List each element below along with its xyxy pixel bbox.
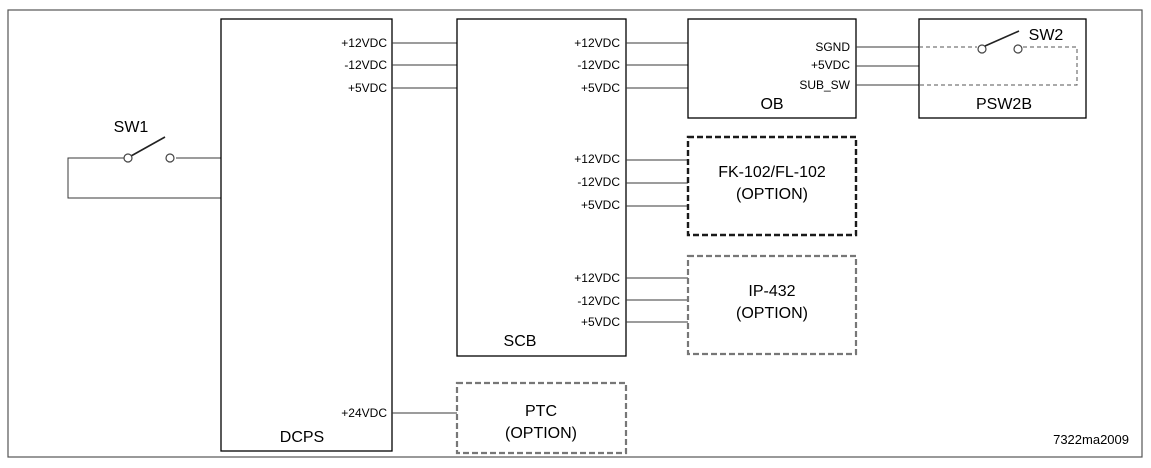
- sw1-label: SW1: [114, 119, 149, 136]
- sw2-label: SW2: [1029, 27, 1064, 44]
- scb-pin-mid-plus12: +12VDC: [574, 152, 620, 166]
- ob-pin-plus5: +5VDC: [811, 58, 850, 72]
- ob-psw2b-wires: [856, 46, 919, 86]
- ob-pin-sub-sw: SUB_SW: [799, 78, 850, 92]
- fk102-option-block: FK-102/FL-102 (OPTION): [626, 135, 858, 237]
- psw2b-label: PSW2B: [976, 96, 1032, 113]
- dcps-pin-plus12: +12VDC: [341, 36, 387, 50]
- scb-pin-mid-plus5: +5VDC: [581, 198, 620, 212]
- ip432-option: (OPTION): [736, 305, 808, 322]
- dcps-block: +12VDC -12VDC +5VDC +24VDC DCPS: [220, 18, 393, 452]
- scb-block: +12VDC -12VDC +5VDC +12VDC -12VDC +5VDC …: [456, 18, 627, 357]
- scb-pin-top-plus12: +12VDC: [574, 36, 620, 50]
- sw1-switch: SW1: [67, 119, 221, 199]
- scb-pin-low-plus5: +5VDC: [581, 315, 620, 329]
- ob-label: OB: [760, 96, 783, 113]
- scb-ob-wires: [626, 42, 688, 89]
- scb-pin-mid-minus12: -12VDC: [577, 175, 620, 189]
- fk102-name: FK-102/FL-102: [718, 164, 826, 181]
- scb-pin-top-plus5: +5VDC: [581, 81, 620, 95]
- fk102-option: (OPTION): [736, 186, 808, 203]
- ptc-option-block: PTC (OPTION): [392, 381, 628, 455]
- ptc-option: (OPTION): [505, 425, 577, 442]
- scb-pin-low-minus12: -12VDC: [577, 294, 620, 308]
- dcps-scb-wires: [392, 42, 457, 89]
- psw2b-block: SW2 PSW2B: [918, 18, 1087, 119]
- dcps-pin-minus12: -12VDC: [344, 58, 387, 72]
- ptc-name: PTC: [525, 403, 557, 420]
- figure-id: 7322ma2009: [1053, 432, 1129, 447]
- dcps-pin-plus24: +24VDC: [341, 406, 387, 420]
- scb-label: SCB: [504, 333, 537, 350]
- dcps-pin-plus5: +5VDC: [348, 81, 387, 95]
- ob-block: SGND +5VDC SUB_SW OB: [687, 18, 857, 119]
- dcps-label: DCPS: [280, 429, 324, 446]
- ip432-name: IP-432: [748, 283, 795, 300]
- scb-pin-low-plus12: +12VDC: [574, 271, 620, 285]
- ip432-option-block: IP-432 (OPTION): [626, 254, 858, 356]
- scb-pin-top-minus12: -12VDC: [577, 58, 620, 72]
- ob-pin-sgnd: SGND: [815, 40, 850, 54]
- diagram-frame: [7, 9, 1143, 458]
